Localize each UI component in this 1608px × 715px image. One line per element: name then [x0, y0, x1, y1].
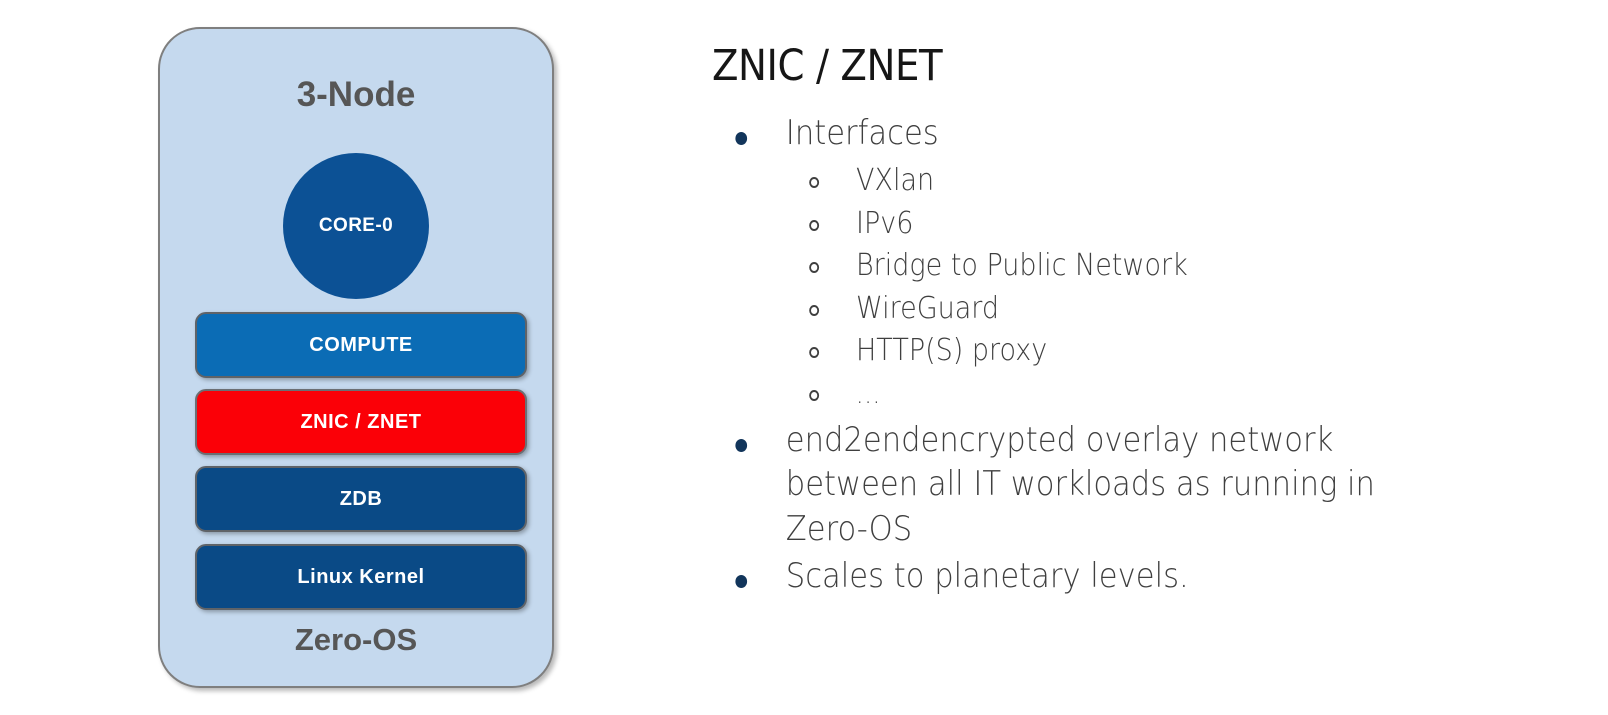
sub-list-item: WireGuard	[786, 288, 1432, 331]
sub-list-item: HTTP(S) proxy	[786, 330, 1432, 373]
layer-box-compute: COMPUTE	[195, 312, 527, 378]
three-node-panel: 3-Node CORE-0 COMPUTE ZNIC / ZNET ZDB Li…	[158, 27, 554, 688]
list-item: Scales to planetary levels.	[712, 554, 1432, 599]
panel-footer-zero-os: Zero-OS	[294, 622, 418, 657]
layer-box-linux-kernel: Linux Kernel	[195, 544, 527, 610]
sub-bullet-text: HTTP(S) proxy	[856, 333, 1048, 369]
sub-bullet-text: ...	[856, 379, 882, 410]
bullet-ring-icon	[809, 219, 820, 231]
list-item: end2endencrypted overlay network between…	[712, 418, 1432, 553]
bullet-text: Scales to planetary levels.	[785, 556, 1189, 597]
sub-bullet-list: VXlan IPv6 Bridge to Public Network Wire…	[786, 160, 1432, 416]
core-0-label: CORE-0	[318, 215, 394, 236]
content-column: ZNIC / ZNET Interfaces VXlan IPv6 Bridge…	[712, 41, 1512, 601]
layer-label-znic-znet: ZNIC / ZNET	[300, 410, 422, 433]
core-0-circle: CORE-0	[283, 153, 429, 299]
bullet-ring-icon	[809, 347, 820, 359]
bullet-dot-icon	[735, 132, 748, 146]
bullet-ring-icon	[809, 262, 820, 274]
list-item: Interfaces VXlan IPv6 Bridge to Public N…	[712, 111, 1432, 415]
bullet-text: end2endencrypted overlay network between…	[785, 419, 1375, 550]
sub-bullet-text: VXlan	[856, 163, 935, 199]
bullet-ring-icon	[809, 389, 820, 401]
layer-label-linux-kernel: Linux Kernel	[297, 565, 425, 588]
sub-list-item: IPv6	[786, 203, 1432, 246]
sub-list-item: Bridge to Public Network	[786, 245, 1432, 288]
bullet-list: Interfaces VXlan IPv6 Bridge to Public N…	[712, 111, 1512, 599]
layer-box-znic-znet: ZNIC / ZNET	[195, 389, 527, 455]
layer-label-compute: COMPUTE	[309, 333, 413, 356]
bullet-ring-icon	[809, 177, 820, 189]
sub-bullet-text: WireGuard	[856, 290, 1000, 326]
bullet-dot-icon	[735, 575, 748, 589]
sub-list-item: VXlan	[786, 160, 1432, 203]
layer-box-zdb: ZDB	[195, 466, 527, 532]
bullet-ring-icon	[809, 304, 820, 316]
page-title: ZNIC / ZNET	[712, 41, 943, 91]
bullet-text: Interfaces	[785, 113, 939, 154]
layer-label-zdb: ZDB	[339, 487, 383, 510]
panel-title: 3-Node	[296, 75, 416, 114]
sub-bullet-text: Bridge to Public Network	[856, 248, 1188, 284]
sub-list-item: ...	[786, 373, 1432, 416]
sub-bullet-text: IPv6	[856, 205, 914, 241]
bullet-dot-icon	[735, 438, 748, 452]
